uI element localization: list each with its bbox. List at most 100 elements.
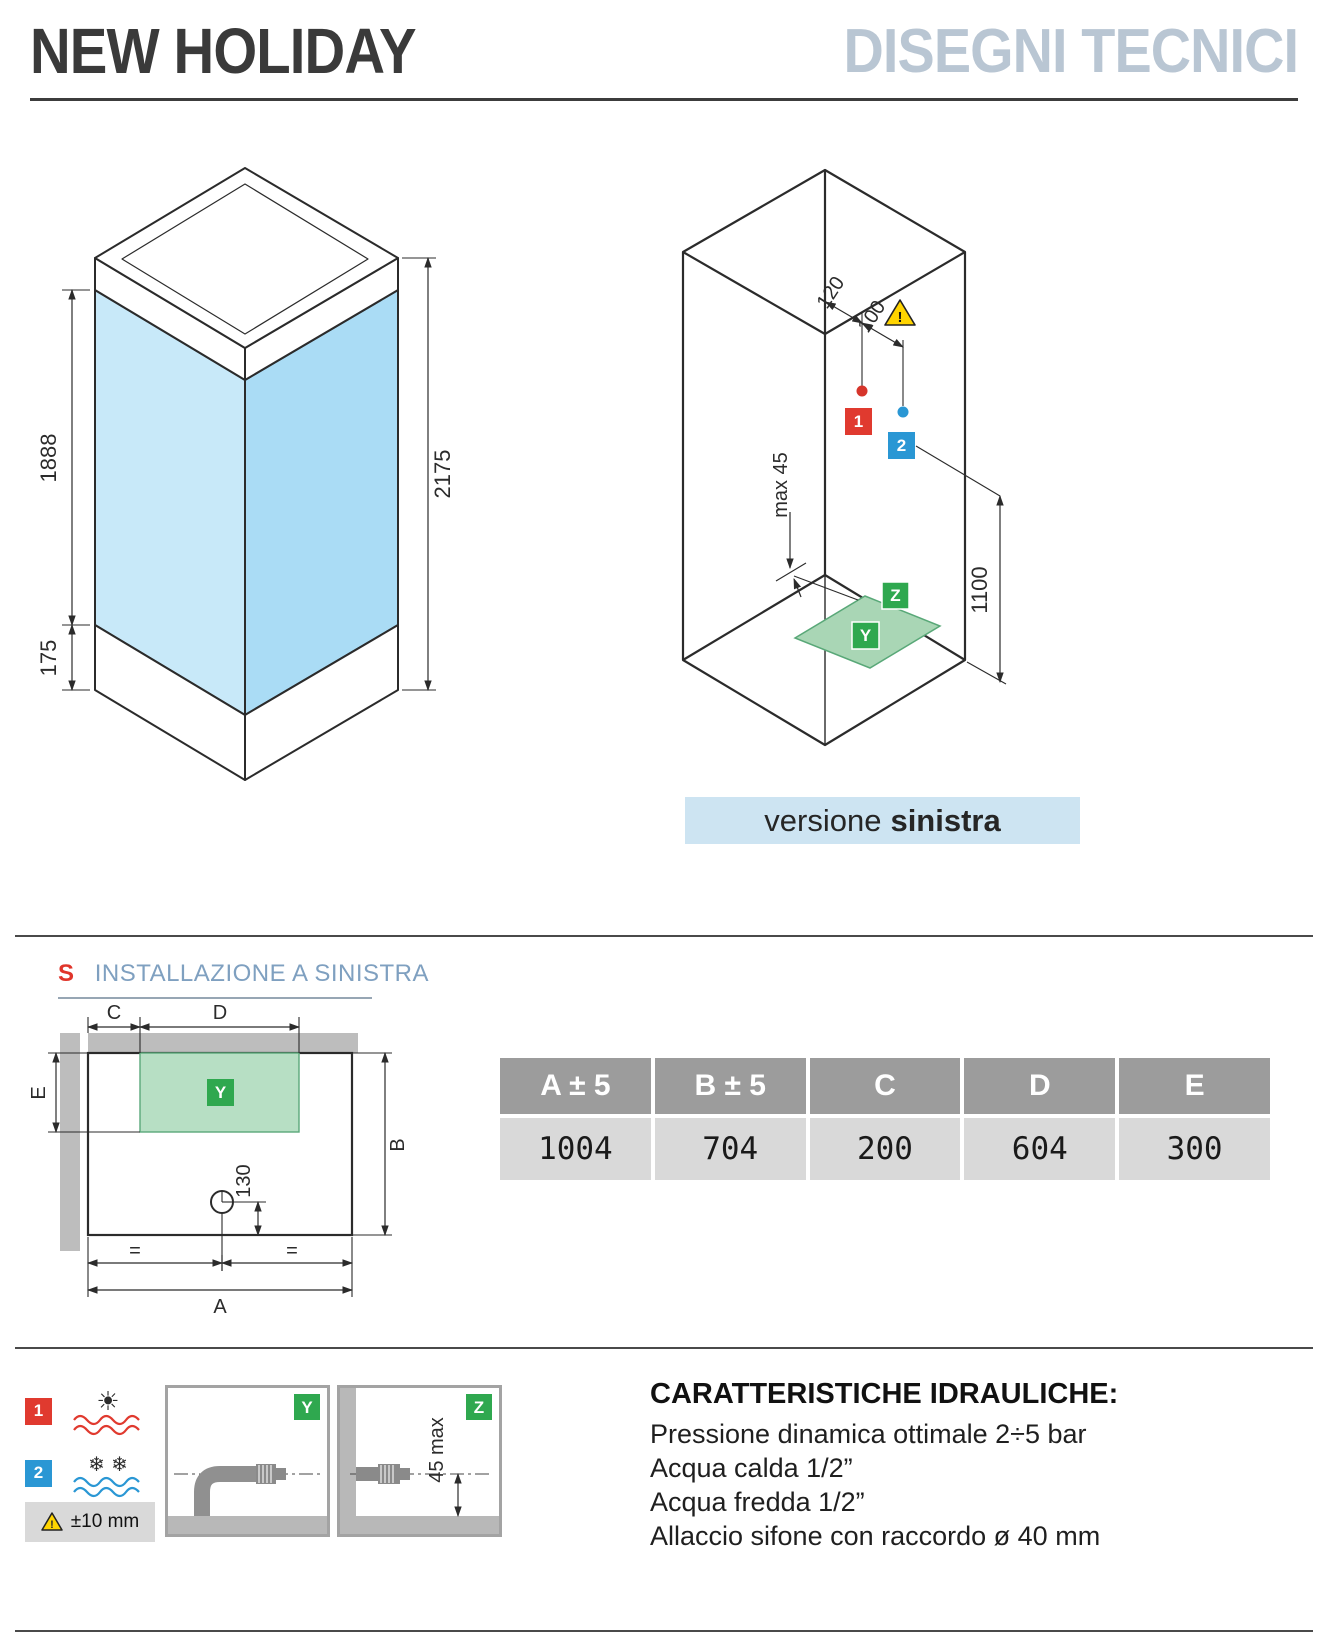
- cold-water-tag: 2: [25, 1459, 52, 1487]
- section-title: DISEGNI TECNICI: [843, 17, 1299, 86]
- svg-text:=: =: [129, 1240, 141, 1262]
- svg-text:A: A: [213, 1296, 227, 1318]
- table-value-row: 1004 704 200 604 300: [500, 1118, 1270, 1180]
- svg-text:2175: 2175: [430, 450, 455, 499]
- dimension-c: C: [86, 1005, 142, 1053]
- svg-text:1: 1: [854, 412, 863, 431]
- svg-text:☀: ☀: [96, 1387, 119, 1417]
- header-rule: [30, 98, 1298, 101]
- warning-triangle-icon: !: [884, 299, 916, 326]
- hydraulic-characteristics: CARATTERISTICHE IDRAULICHE: Pressione di…: [650, 1378, 1290, 1553]
- svg-text:B: B: [387, 1138, 409, 1151]
- drain-detail-z: 45 max Z: [337, 1385, 502, 1537]
- hydraulics-line-siphon: Allaccio sifone con raccordo ø 40 mm: [650, 1521, 1101, 1551]
- hot-water-tag: 1: [845, 408, 872, 435]
- svg-text:=: =: [286, 1240, 298, 1262]
- svg-text:130: 130: [233, 1164, 255, 1197]
- caption-prefix: versione: [764, 802, 882, 838]
- table-header-e: E: [1119, 1058, 1270, 1114]
- dimension-hot-offset: 120: [813, 273, 863, 386]
- svg-text:D: D: [213, 1005, 227, 1024]
- sun-hot-water-icon: ☀: [73, 1387, 140, 1436]
- version-caption: versione sinistra: [685, 797, 1080, 844]
- svg-text:45 max: 45 max: [426, 1417, 448, 1483]
- snowflake-cold-water-icon: ❄ ❄: [73, 1452, 140, 1498]
- svg-text:!: !: [50, 1519, 54, 1531]
- svg-text:Y: Y: [860, 626, 872, 645]
- tray-tag-z: Z: [881, 581, 910, 610]
- table-header-a: A ± 5: [500, 1058, 651, 1114]
- installation-title: INSTALLAZIONE A SINISTRA: [94, 960, 429, 987]
- dimension-mixer-height: 1100: [915, 445, 1007, 685]
- wall-top: [88, 1033, 358, 1053]
- svg-text:Z: Z: [890, 586, 900, 605]
- wall-fitting-icon: 45 max Z: [340, 1388, 499, 1534]
- dimension-wall-max: 45 max: [426, 1417, 462, 1518]
- hydraulics-title: CARATTERISTICHE IDRAULICHE:: [650, 1378, 1119, 1410]
- hydraulics-line-hot: Acqua calda 1/2”: [650, 1453, 853, 1483]
- table-header-b: B ± 5: [654, 1058, 806, 1114]
- svg-text:E: E: [30, 1086, 50, 1099]
- bottom-rule: [15, 1630, 1313, 1632]
- hot-water-point: [856, 385, 868, 397]
- svg-text:1100: 1100: [967, 566, 992, 613]
- tolerance-value: ±10 mm: [70, 1511, 140, 1532]
- legend-hot-water: 1 ☀: [25, 1386, 150, 1436]
- hydraulics-line-cold: Acqua fredda 1/2”: [650, 1487, 865, 1517]
- drain-elbow-icon: Y: [168, 1394, 327, 1534]
- dimension-a: A: [86, 1286, 354, 1318]
- roof-rim: [121, 183, 369, 335]
- iso-view-cabin: 1888 175 2175: [40, 167, 455, 781]
- plan-view: Y C D E B: [30, 1005, 409, 1318]
- detail-tag-y: Y: [294, 1394, 320, 1420]
- plan-tag-y: Y: [207, 1079, 234, 1106]
- wall-left: [60, 1033, 80, 1251]
- cold-water-point: [897, 406, 909, 418]
- tolerance-note: ! ±10 mm: [25, 1502, 155, 1542]
- dimension-drain-max: max 45: [770, 452, 859, 601]
- cabin-wireframe: [681, 168, 967, 747]
- dimension-tray-height: 175: [40, 623, 90, 692]
- roof-panel: [94, 167, 399, 349]
- tray-tag-y: Y: [851, 621, 880, 650]
- caption-version: sinistra: [890, 802, 1001, 838]
- svg-text:!: !: [898, 309, 903, 326]
- svg-text:1888: 1888: [40, 434, 61, 483]
- table-value-e: 300: [1119, 1118, 1270, 1180]
- detail-tag-z: Z: [466, 1394, 492, 1420]
- table-header-d: D: [964, 1058, 1116, 1114]
- dimension-d: D: [138, 1005, 301, 1053]
- dimension-drain-130: 130: [222, 1164, 266, 1237]
- table-header-c: C: [809, 1058, 961, 1114]
- svg-text:120: 120: [813, 273, 850, 313]
- shower-tray-right: [244, 624, 399, 781]
- svg-text:175: 175: [40, 640, 61, 677]
- dimension-e: E: [30, 1051, 140, 1134]
- table-value-c: 200: [809, 1118, 961, 1180]
- section-divider-2: [15, 1347, 1313, 1349]
- svg-text:100: 100: [854, 297, 891, 337]
- dimension-total-height: 2175: [402, 256, 455, 692]
- table-value-a: 1004: [500, 1118, 651, 1180]
- page-title: NEW HOLIDAY: [30, 15, 417, 87]
- dimension-glass-height: 1888: [40, 288, 90, 627]
- svg-text:C: C: [107, 1005, 121, 1024]
- svg-text:Y: Y: [301, 1398, 313, 1417]
- table-header-row: A ± 5 B ± 5 C D E: [500, 1058, 1270, 1114]
- table-value-b: 704: [654, 1118, 806, 1180]
- dimension-b: B: [352, 1051, 409, 1237]
- warning-triangle-icon: !: [41, 1512, 63, 1531]
- svg-text:max 45: max 45: [770, 452, 792, 518]
- installation-heading: S INSTALLAZIONE A SINISTRA: [58, 960, 428, 999]
- cold-water-tag: 2: [888, 432, 915, 459]
- svg-text:❄ ❄: ❄ ❄: [88, 1452, 128, 1476]
- legend-cold-water: 2 ❄ ❄: [25, 1448, 150, 1498]
- section-divider-1: [15, 935, 1313, 937]
- svg-text:2: 2: [897, 436, 906, 455]
- dimensions-table: A ± 5 B ± 5 C D E 1004 704 200 604 300: [500, 1058, 1270, 1180]
- hot-water-tag: 1: [25, 1397, 52, 1425]
- hydraulics-line-pressure: Pressione dinamica ottimale 2÷5 bar: [650, 1419, 1087, 1449]
- drain-detail-y: Y: [165, 1385, 330, 1537]
- iso-view-plumbing: 120 100 ! 1 2 max 45: [681, 168, 1007, 747]
